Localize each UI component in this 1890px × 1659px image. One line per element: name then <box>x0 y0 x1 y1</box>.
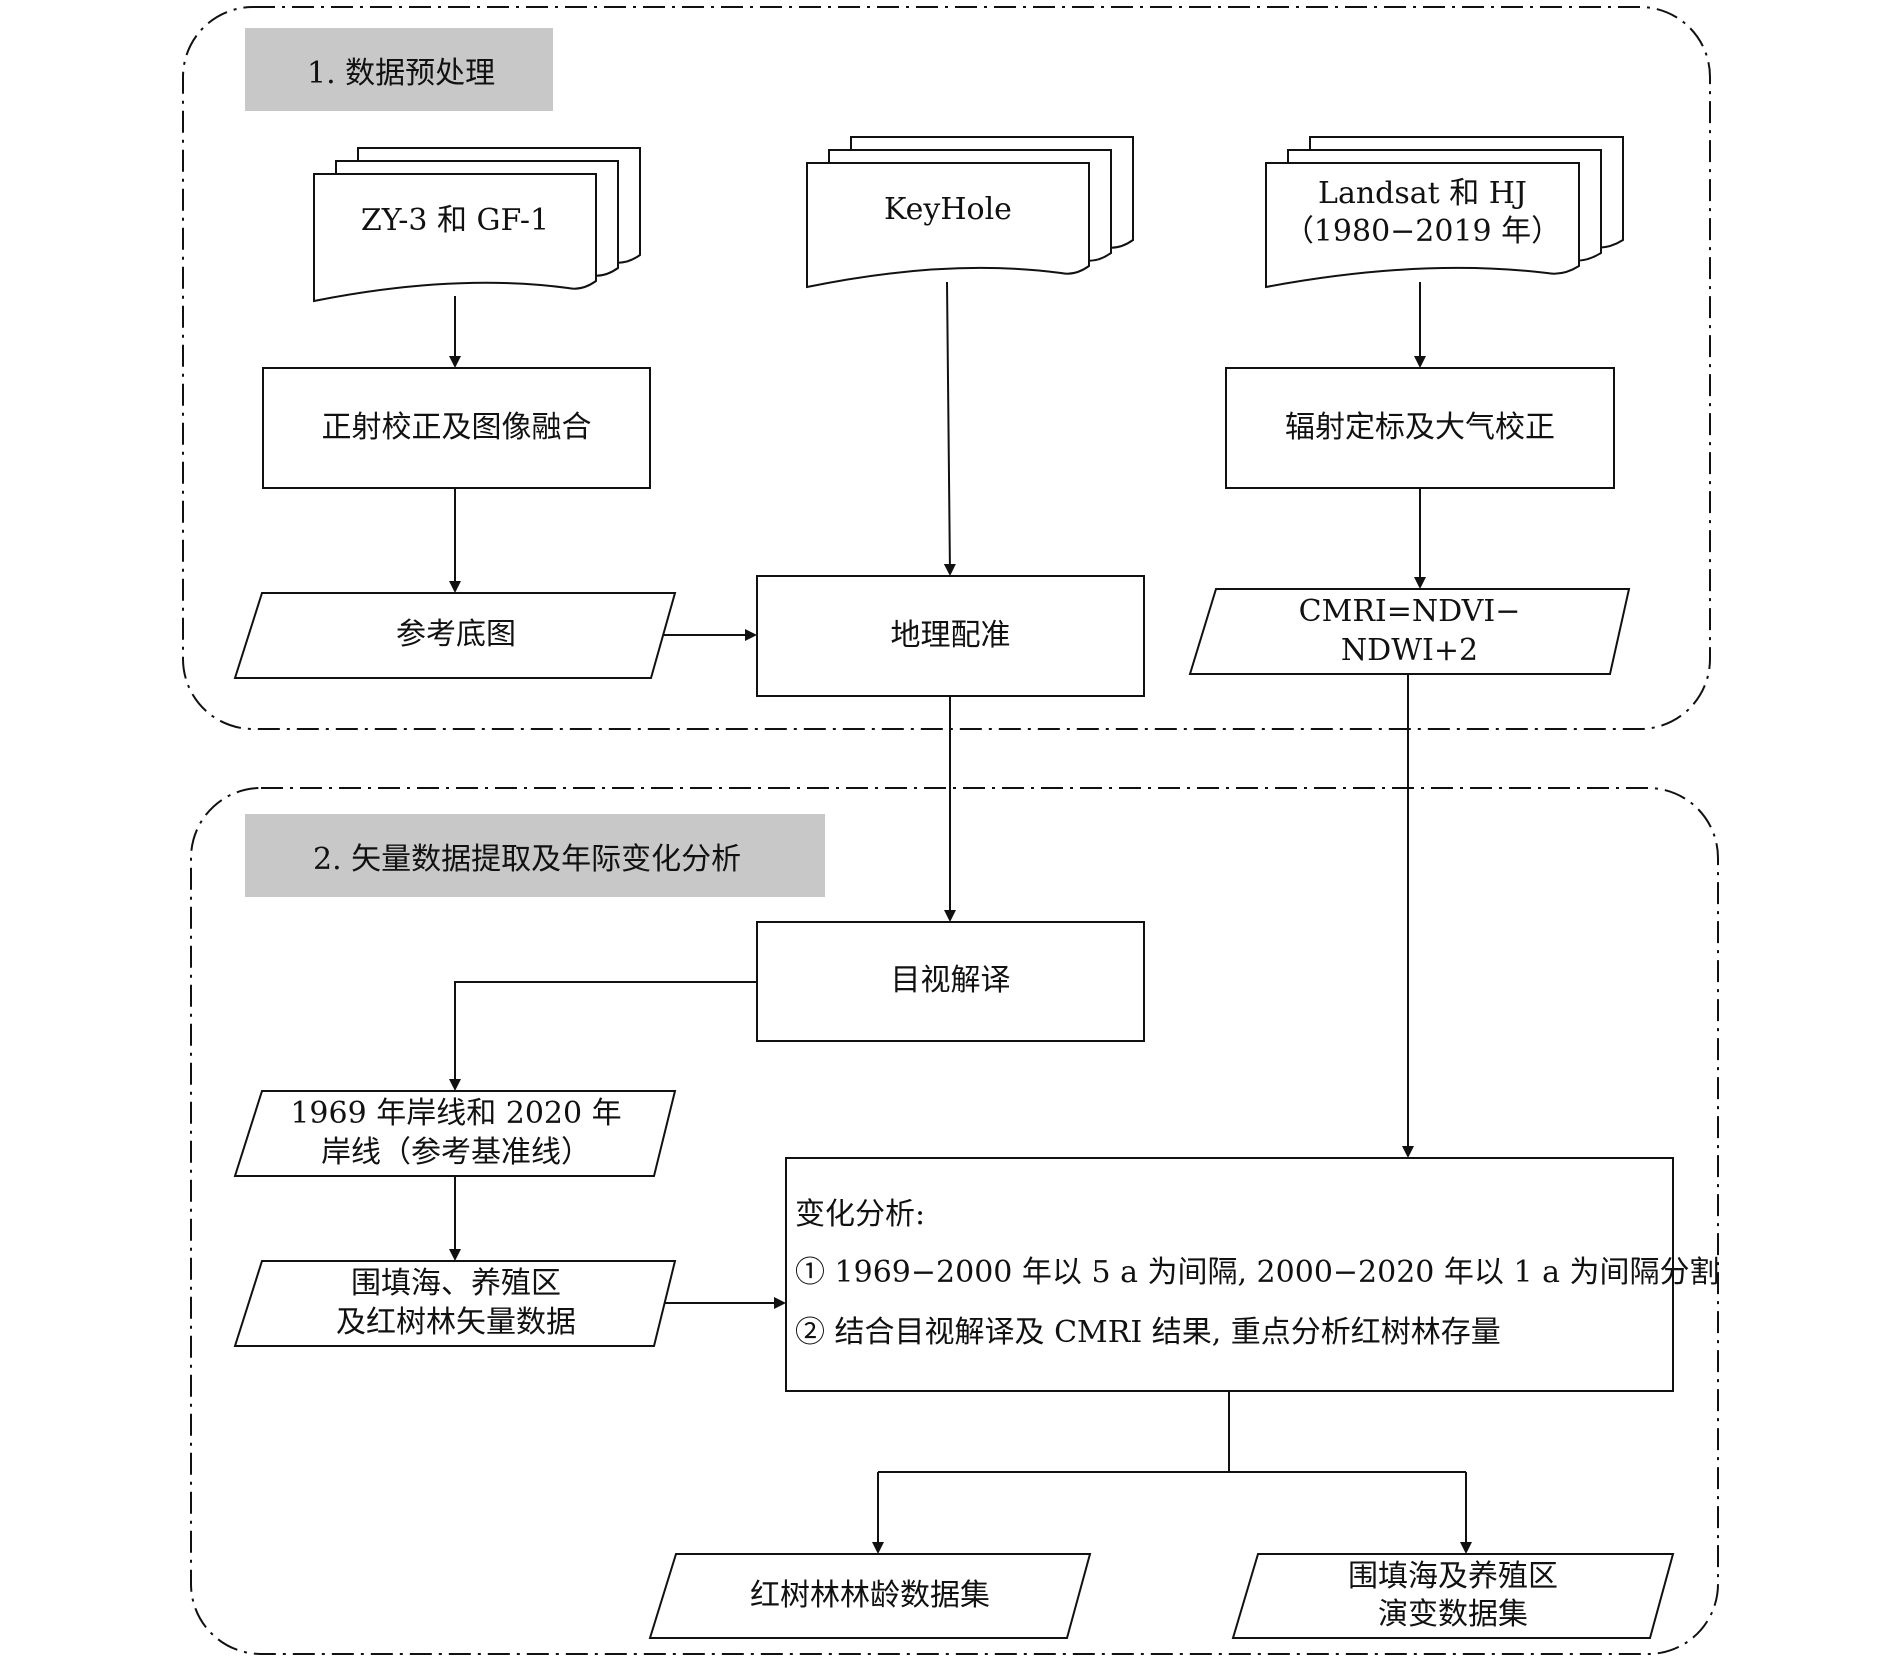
shorelines-label: 1969 年岸线和 2020 年 岸线（参考基准线） <box>290 1096 622 1170</box>
reclamation-evolution-label: 围填海及养殖区 演变数据集 <box>1348 1558 1558 1632</box>
arrow-keyhole-to-georef <box>943 281 956 576</box>
visual-interpretation-label: 目视解译 <box>890 963 1011 999</box>
input-keyhole-label: KeyHole <box>884 192 1012 228</box>
stage1-tag-bg <box>245 28 553 111</box>
para-vector-data <box>233 1260 677 1347</box>
cmri-label: CMRI=NDVI− NDWI+2 <box>1298 594 1521 668</box>
box-georeference <box>756 575 1145 697</box>
input-landsat-hj-label: Landsat 和 HJ （1980−2019 年） <box>1283 175 1562 249</box>
box-change-analysis <box>785 1157 1674 1392</box>
georeference-label: 地理配准 <box>890 617 1011 653</box>
arrow-visual-to-shorelines <box>449 981 757 1091</box>
vector-data-label: 围填海、养殖区 及红树林矢量数据 <box>336 1266 576 1340</box>
para-reclamation-evolution <box>1231 1553 1675 1639</box>
change-analysis-item-2: ② 结合目视解译及 CMRI 结果, 重点分析红树林存量 <box>795 1315 1501 1350</box>
change-analysis-title: 变化分析: <box>795 1197 926 1232</box>
change-analysis-text: 变化分析: ① 1969−2000 年以 5 a 为间隔, 2000−2020 … <box>795 1158 1720 1391</box>
para-shorelines <box>233 1090 677 1177</box>
para-mangrove-age <box>648 1553 1092 1639</box>
radiometric-label: 辐射定标及大气校正 <box>1285 409 1555 445</box>
ortho-fusion-label: 正射校正及图像融合 <box>321 409 592 445</box>
doc-stack-landsat-hj <box>1265 136 1624 289</box>
box-visual-interpretation <box>756 921 1145 1042</box>
mangrove-age-label: 红树林林龄数据集 <box>750 1577 990 1613</box>
change-analysis-item-1: ① 1969−2000 年以 5 a 为间隔, 2000−2020 年以 1 a… <box>795 1255 1720 1290</box>
doc-stack-zy3-gf1 <box>313 147 641 303</box>
stage1-title: 1. 数据预处理 <box>307 55 496 91</box>
reference-map-label: 参考底图 <box>396 617 516 653</box>
para-cmri <box>1188 588 1631 675</box>
box-ortho-fusion <box>262 367 651 489</box>
box-radiometric <box>1225 367 1615 489</box>
stage2-title: 2. 矢量数据提取及年际变化分析 <box>313 841 742 877</box>
stage2-container <box>190 787 1719 1655</box>
doc-stack-keyhole <box>806 136 1134 289</box>
stage1-container <box>182 6 1711 730</box>
para-reference-map <box>233 592 677 679</box>
stage2-tag-bg <box>245 814 825 897</box>
input-zy3-gf1-label: ZY-3 和 GF-1 <box>360 203 550 239</box>
